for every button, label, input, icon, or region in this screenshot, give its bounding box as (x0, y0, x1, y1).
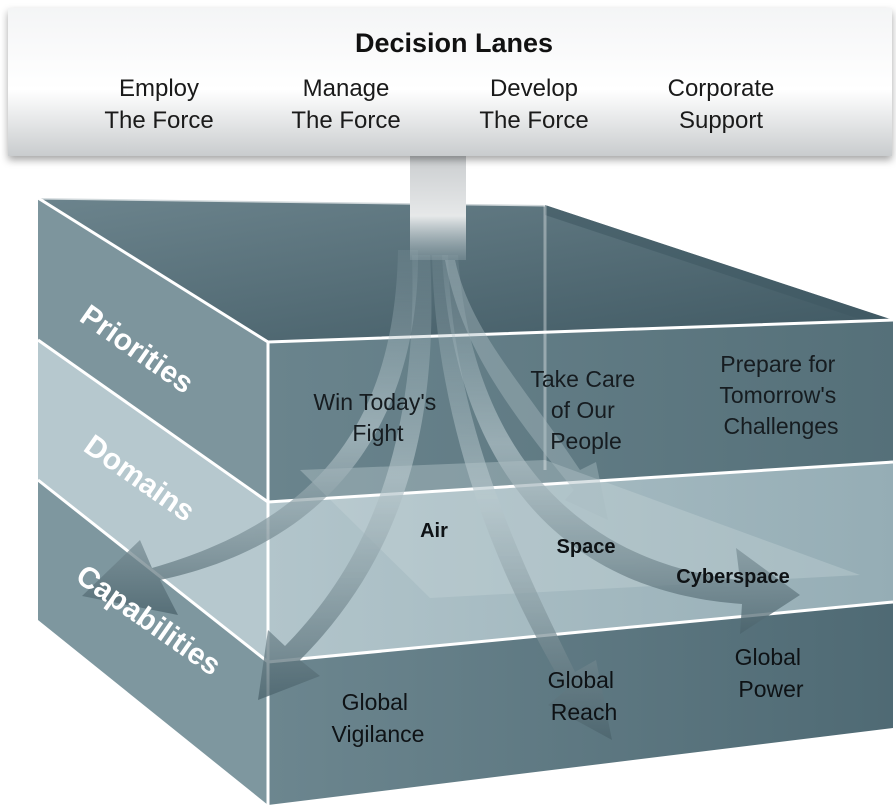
lane-corporate-line2: Support (679, 107, 763, 134)
domain-cyberspace: Cyberspace (676, 566, 789, 588)
priority-prepare-for-tomorrows-challenges: Prepare for Tomorrow's Challenges (719, 351, 842, 439)
left-face-capabilities (38, 480, 268, 805)
priorities-labels: Win Today's Fight Take Care of Our Peopl… (313, 351, 842, 454)
arrow-to-take-care (445, 260, 608, 520)
header-bar (8, 8, 892, 156)
cube-back-wall (545, 205, 893, 330)
cube-top-face (38, 198, 893, 342)
domains-labels: Air Space Cyberspace (420, 520, 790, 588)
capability-global-power: Global Power (735, 644, 808, 702)
flow-arrows (82, 250, 800, 740)
lane-employ-line2: The Force (104, 107, 213, 134)
lane-manage: Manage (303, 75, 390, 102)
left-face-priorities (38, 198, 268, 502)
lane-develop-line2: The Force (479, 107, 588, 134)
arrow-to-global-power (442, 255, 800, 634)
domain-space: Space (557, 536, 616, 558)
priority-win-todays-fight: Win Today's Fight (313, 389, 442, 446)
capability-global-vigilance: Global Vigilance (332, 689, 425, 747)
lane-corporate: Corporate (668, 75, 775, 102)
lane-employ: Employ (119, 75, 199, 102)
arrow-to-capabilities-left (82, 250, 419, 615)
capabilities-labels: Global Vigilance Global Reach Global Pow… (332, 644, 808, 747)
lane-develop: Develop (490, 75, 578, 102)
arrow-to-global-vigilance (258, 255, 432, 700)
domain-air: Air (420, 520, 448, 542)
lane-manage-line2: The Force (291, 107, 400, 134)
capability-global-reach: Global Reach (548, 667, 621, 725)
decision-lanes-header: Decision Lanes Employ The Force Manage T… (8, 8, 892, 156)
priority-take-care-of-our-people: Take Care of Our People (530, 366, 641, 454)
header-stem (410, 150, 466, 260)
header-title: Decision Lanes (355, 28, 553, 58)
left-face-domains (38, 340, 268, 662)
front-face-domains (268, 462, 893, 662)
